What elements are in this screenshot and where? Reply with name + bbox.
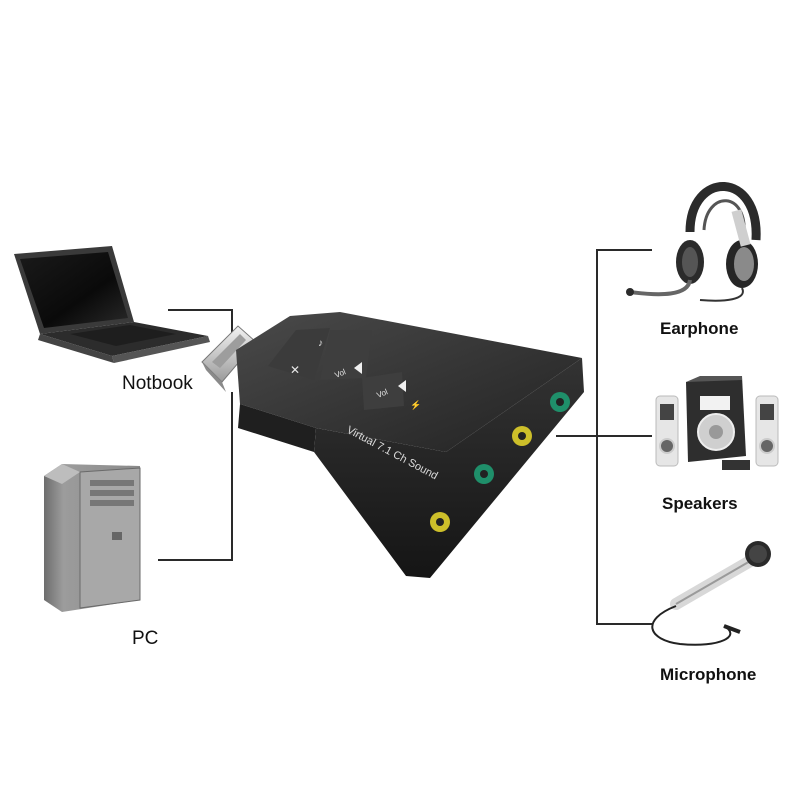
sound-card-body-wing <box>314 358 584 578</box>
mute-icon-1: ✕ <box>290 363 300 377</box>
right-connector-lines <box>556 249 652 625</box>
mute-icon-2: ♪ <box>318 338 323 349</box>
usb-plug <box>201 325 257 392</box>
laptop-label: Notbook <box>122 373 193 394</box>
vol-label-2: Vol <box>375 387 389 400</box>
microphone-image <box>651 541 771 646</box>
volume-down-button-icon <box>398 380 406 392</box>
microphone-label: Microphone <box>660 665 757 684</box>
vol-label-1: Vol <box>333 367 347 380</box>
speakers-label: Speakers <box>662 494 738 513</box>
pc-connector-line <box>158 392 233 561</box>
pc-tower-image <box>44 464 141 612</box>
usb-sound-card: Vol Vol ✕ ♪ ⚡ Virtual 7.1 Ch Sound <box>201 312 584 578</box>
mic-mute-icon: ⚡ <box>410 399 421 411</box>
earphone-label: Earphone <box>660 319 739 338</box>
audio-jack-ports <box>430 392 570 532</box>
headset-image <box>626 182 761 302</box>
speakers-image <box>655 376 779 470</box>
laptop-image <box>14 246 210 363</box>
sound-card-body-front <box>238 404 316 452</box>
volume-up-button-icon <box>354 362 362 374</box>
pc-label: PC <box>132 628 159 649</box>
